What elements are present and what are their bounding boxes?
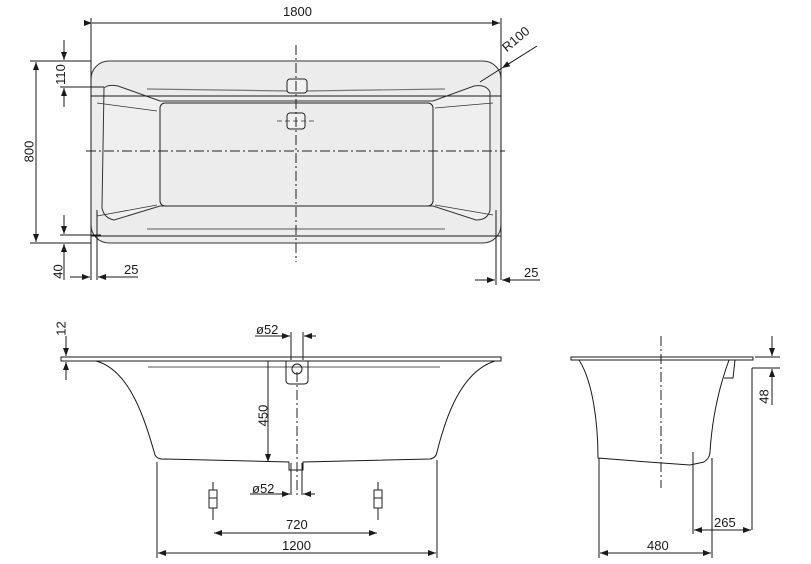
dim-base-width: 480: [647, 538, 669, 553]
front-body: [95, 360, 496, 471]
dim-rim-left: 25: [124, 262, 139, 277]
dim-drain-diameter: ø52: [252, 481, 275, 496]
side-view: [570, 336, 780, 558]
foot-right-icon: [373, 482, 383, 520]
dim-overflow-depth: 450: [255, 404, 271, 427]
top-view: [30, 18, 540, 285]
side-body: [578, 359, 730, 466]
dim-feet-spacing: 720: [286, 517, 308, 532]
foot-left-icon: [208, 482, 218, 520]
front-rim: [60, 356, 502, 362]
dim-drain-offset: 265: [714, 515, 736, 530]
dim-overall-length: 1800: [283, 4, 312, 19]
dim-base-length: 1200: [282, 538, 311, 553]
dim-rim-right: 25: [524, 265, 539, 280]
overflow-icon: [286, 78, 308, 94]
dim-rim-top: 110: [52, 64, 68, 85]
dim-rim-thickness: 12: [53, 321, 69, 336]
dim-overflow-diameter: ø52: [256, 322, 279, 337]
dim-rim-bottom: 40: [50, 264, 66, 279]
side-rim: [570, 356, 754, 361]
dim-overall-width: 800: [21, 140, 37, 163]
dim-rim-to-step: 48: [756, 389, 772, 404]
front-overflow: [285, 361, 309, 385]
front-view: [60, 332, 502, 558]
